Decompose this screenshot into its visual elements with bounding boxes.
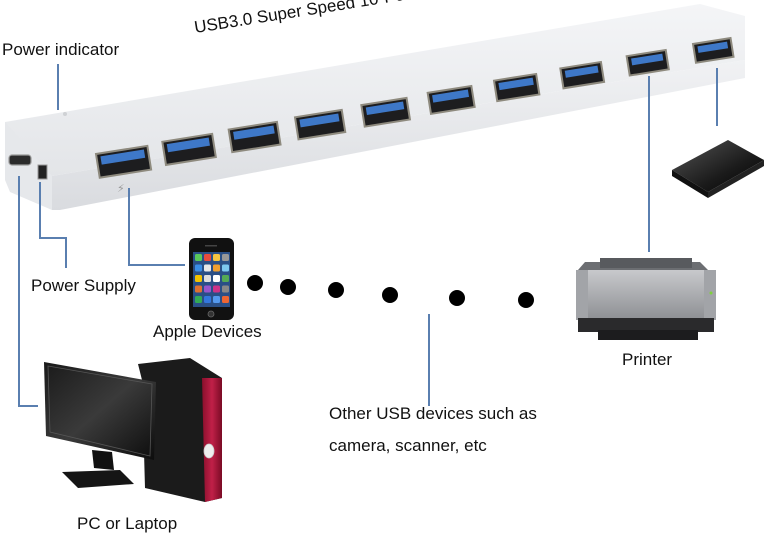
hdmi-port	[8, 154, 32, 166]
connector-apple	[128, 188, 185, 266]
ellipsis-dot	[247, 275, 263, 291]
charging-bolt-icon: ⚡	[117, 182, 125, 195]
usb-port	[691, 36, 735, 64]
usb-port	[360, 96, 412, 128]
usb-port	[161, 132, 217, 167]
label-power-supply: Power Supply	[31, 276, 136, 295]
ellipsis-dots	[247, 275, 534, 308]
label-printer: Printer	[622, 350, 673, 369]
ellipsis-dot	[382, 287, 398, 303]
pc-monitor	[44, 362, 156, 460]
label-power-indicator: Power indicator	[2, 40, 120, 59]
printer-icon	[576, 258, 716, 340]
usb-hub: ⚡	[5, 4, 745, 210]
usb-port	[492, 72, 541, 103]
usb-port	[426, 84, 476, 115]
ellipsis-dot	[449, 290, 465, 306]
hub-front-face	[52, 60, 745, 210]
pc-tower	[138, 358, 222, 502]
ellipsis-dot	[280, 279, 296, 295]
label-pc-or-laptop: PC or Laptop	[77, 514, 178, 533]
usb-ports	[94, 36, 735, 179]
iphone-icon	[189, 238, 234, 320]
usb-port	[625, 48, 670, 77]
usb-port	[94, 144, 153, 179]
connector-lines	[18, 64, 718, 407]
label-apple-devices: Apple Devices	[153, 322, 262, 341]
hub-top-face	[5, 4, 745, 176]
label-other-usb-line1: Other USB devices such as	[329, 404, 537, 423]
ellipsis-dot	[328, 282, 344, 298]
desktop-pc-icon	[44, 358, 222, 502]
external-hdd-icon	[672, 140, 764, 198]
ellipsis-dot	[518, 292, 534, 308]
usb-port	[293, 108, 347, 141]
connector-pc	[18, 176, 38, 407]
dc-power-jack	[37, 164, 48, 180]
label-other-usb-line2: camera, scanner, etc	[329, 436, 487, 455]
usb-port	[227, 120, 282, 154]
power-indicator-led	[63, 112, 67, 116]
usb-port	[559, 60, 606, 90]
connector-power-supply	[39, 182, 67, 268]
